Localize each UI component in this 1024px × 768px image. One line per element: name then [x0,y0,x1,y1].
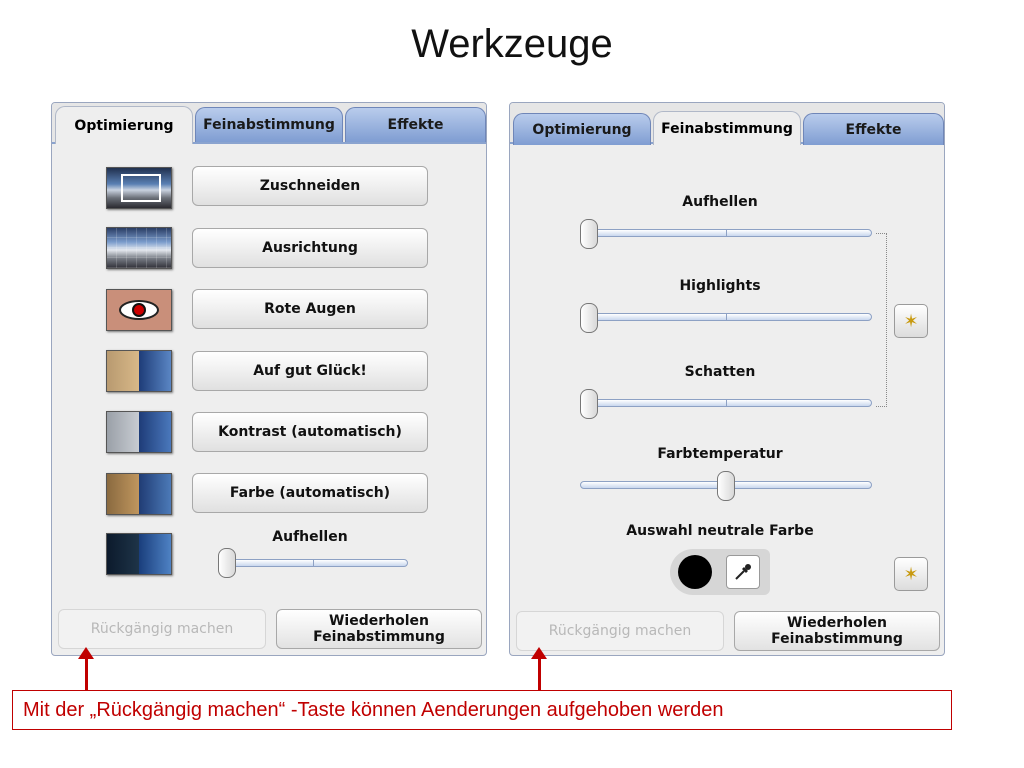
brighten-slider-track[interactable] [580,229,872,237]
auto-enhance-button[interactable]: Auf gut Glück! [192,351,428,391]
brighten-slider-handle[interactable] [580,219,598,249]
eyedropper-button[interactable] [726,555,760,589]
auto-contrast-thumbnail-icon [106,411,172,453]
brighten-slider-label: Aufhellen [682,194,758,210]
tab-feinabstimmung[interactable]: Feinabstimmung [195,107,343,142]
redo-label-line1: Wiederholen [328,613,429,629]
auto-enhance-thumbnail-icon [106,350,172,392]
magic-wand-icon: ✶ [903,563,919,584]
slider-tick [726,399,727,407]
auto-color-thumbnail-icon [106,473,172,515]
undo-button[interactable]: Rückgängig machen [58,609,266,649]
color-temperature-slider-label: Farbtemperatur [657,446,783,462]
highlights-slider-label: Highlights [679,278,761,294]
color-temperature-slider-handle[interactable] [717,471,735,501]
auto-levels-button[interactable]: ✶ [894,304,928,338]
tools-panel-feinabstimmung: Optimierung Feinabstimmung Effekte Aufhe… [509,102,945,656]
tab-optimierung[interactable]: Optimierung [55,106,193,144]
shadows-slider-handle[interactable] [580,389,598,419]
brighten-thumbnail-icon [106,533,172,575]
shadows-slider-track[interactable] [580,399,872,407]
neutral-color-label: Auswahl neutrale Farbe [626,523,814,539]
page-title: Werkzeuge [411,22,613,66]
redo-label-line2: Feinabstimmung [313,629,445,645]
red-eye-button[interactable]: Rote Augen [192,289,428,329]
red-eye-thumbnail-icon [106,289,172,331]
tab-effekte[interactable]: Effekte [345,107,486,142]
brighten-slider-track[interactable] [218,559,408,567]
brighten-slider-handle[interactable] [218,548,236,578]
redo-label-line1: Wiederholen [786,615,887,631]
arrow-line-right [538,658,541,690]
brighten-slider-label: Aufhellen [272,529,348,545]
slider-tick [313,559,314,567]
redo-button[interactable]: Wiederholen Feinabstimmung [276,609,482,649]
shadows-slider-label: Schatten [684,364,756,380]
tab-divider [52,142,486,144]
slider-tick [726,313,727,321]
crop-thumbnail-icon [106,167,172,209]
magic-wand-icon: ✶ [903,310,919,331]
slider-tick [726,229,727,237]
tab-optimierung[interactable]: Optimierung [513,113,651,145]
arrow-head-right [531,647,547,659]
highlights-slider-track[interactable] [580,313,872,321]
neutral-color-swatch[interactable] [678,555,712,589]
arrow-line-left [85,658,88,690]
auto-white-balance-button[interactable]: ✶ [894,557,928,591]
tab-bar: Optimierung Feinabstimmung Effekte [52,103,486,144]
straighten-thumbnail-icon [106,227,172,269]
tab-bar: Optimierung Feinabstimmung Effekte [510,103,944,145]
highlights-slider-handle[interactable] [580,303,598,333]
tab-effekte[interactable]: Effekte [803,113,944,145]
redo-label-line2: Feinabstimmung [771,631,903,647]
auto-contrast-button[interactable]: Kontrast (automatisch) [192,412,428,452]
tools-panel-optimierung: Optimierung Feinabstimmung Effekte Zusch… [51,102,487,656]
tab-feinabstimmung[interactable]: Feinabstimmung [653,111,801,145]
eyedropper-icon [735,564,751,580]
neutral-color-picker [670,549,770,595]
arrow-head-left [78,647,94,659]
callout-note: Mit der „Rückgängig machen“ -Taste könne… [12,690,952,730]
crop-button[interactable]: Zuschneiden [192,166,428,206]
slider-group-bracket [876,233,887,407]
undo-button[interactable]: Rückgängig machen [516,611,724,651]
straighten-button[interactable]: Ausrichtung [192,228,428,268]
redo-button[interactable]: Wiederholen Feinabstimmung [734,611,940,651]
auto-color-button[interactable]: Farbe (automatisch) [192,473,428,513]
